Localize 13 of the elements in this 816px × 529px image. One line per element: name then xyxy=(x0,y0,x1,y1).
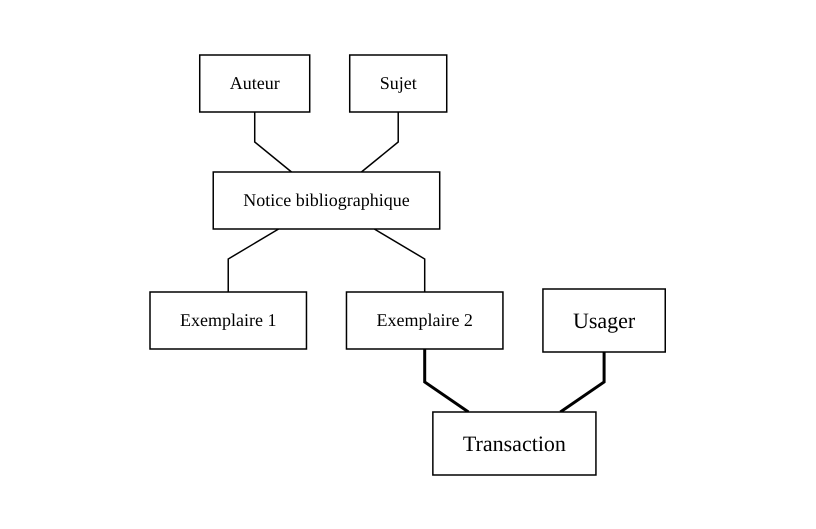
node-box: Exemplaire 2 xyxy=(346,290,504,350)
connector xyxy=(228,228,280,292)
node-box: Sujet xyxy=(349,54,448,112)
node-box: Transaction xyxy=(432,410,598,476)
node-box: Exemplaire 1 xyxy=(150,290,308,350)
node-box: Usager xyxy=(542,288,666,352)
connector xyxy=(254,112,292,172)
node-box: Notice bibliographique xyxy=(212,170,441,230)
connector xyxy=(361,112,400,172)
connector xyxy=(374,228,426,292)
connector xyxy=(424,348,470,413)
connector xyxy=(560,352,606,413)
node-box: Auteur xyxy=(199,54,311,112)
